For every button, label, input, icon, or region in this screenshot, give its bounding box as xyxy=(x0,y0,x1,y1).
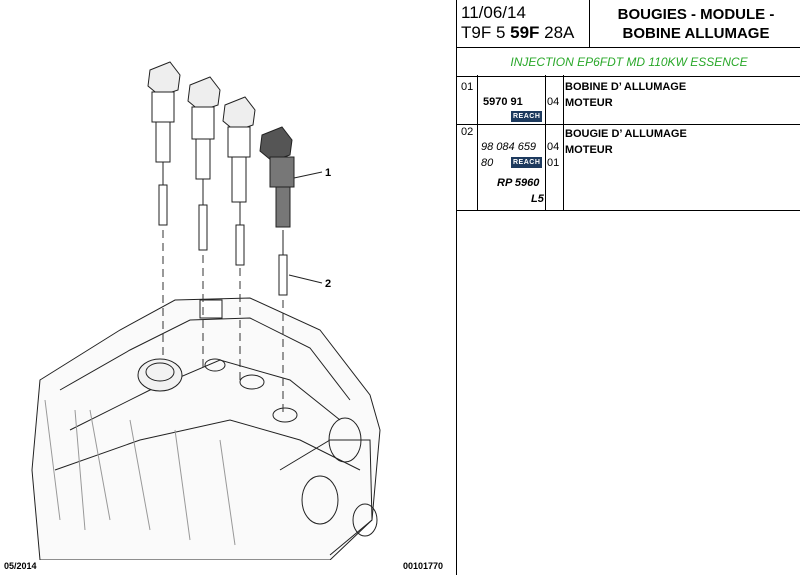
callout-1: 1 xyxy=(325,167,331,179)
header: 11/06/14 T9F 5 59F 28A BOUGIES - MODULE … xyxy=(457,0,800,47)
page-title-line1: BOUGIES - MODULE - xyxy=(617,5,775,23)
desc-line1: BOUGIE D’ ALLUMAGE xyxy=(565,128,687,140)
part-number-line2[interactable]: 80 xyxy=(481,157,494,169)
table-row[interactable]: 02 98 084 659 80 REACH RP 5960 L5 04 01 … xyxy=(459,126,800,210)
reach-badge: REACH xyxy=(511,111,543,122)
engine-subtitle: INJECTION EP6FDT MD 110KW ESSENCE xyxy=(457,47,800,77)
alt-ref-line1[interactable]: RP 5960 xyxy=(497,177,540,189)
part-number-line1[interactable]: 98 084 659 xyxy=(481,141,537,153)
desc-line1: BOBINE D’ ALLUMAGE xyxy=(565,81,687,93)
row-index: 01 xyxy=(461,81,474,93)
header-date: 11/06/14 xyxy=(461,3,526,22)
ignition-coil-highlighted xyxy=(259,126,295,228)
reach-badge: REACH xyxy=(511,157,543,168)
ignition-coil-a xyxy=(147,61,181,226)
spark-plug xyxy=(278,230,288,296)
quantity: 04 xyxy=(547,96,560,108)
grid-line xyxy=(477,75,478,210)
grid-line xyxy=(457,210,800,211)
alt-ref-line2[interactable]: L5 xyxy=(531,193,544,205)
desc-line2: MOTEUR xyxy=(565,97,613,109)
callout-2: 2 xyxy=(325,278,331,290)
page-title-line2: BOBINE ALLUMAGE xyxy=(622,24,770,42)
parts-panel: 11/06/14 T9F 5 59F 28A BOUGIES - MODULE … xyxy=(456,0,800,575)
ignition-coil-c xyxy=(222,96,256,266)
footer-ref: 00101770 xyxy=(403,561,444,571)
quantity-2: 01 xyxy=(547,157,560,169)
engine-block xyxy=(31,297,381,560)
grid-line xyxy=(563,75,564,210)
header-ref: T9F 5 59F 28A xyxy=(461,23,575,42)
desc-line2: MOTEUR xyxy=(565,144,613,156)
ignition-coil-b xyxy=(187,76,221,251)
row-index: 02 xyxy=(461,126,474,138)
part-number[interactable]: 5970 91 xyxy=(483,96,523,108)
engine-illustration: 1 2 xyxy=(31,61,381,560)
footer-date: 05/2014 xyxy=(4,561,37,571)
parts-diagram: 1 2 05/2014 00101770 xyxy=(4,61,444,571)
grid-line xyxy=(545,75,546,210)
quantity: 04 xyxy=(547,141,560,153)
table-row[interactable]: 01 5970 91 REACH 04 BOBINE D’ ALLUMAGE M… xyxy=(459,78,800,124)
grid-line xyxy=(457,124,800,125)
